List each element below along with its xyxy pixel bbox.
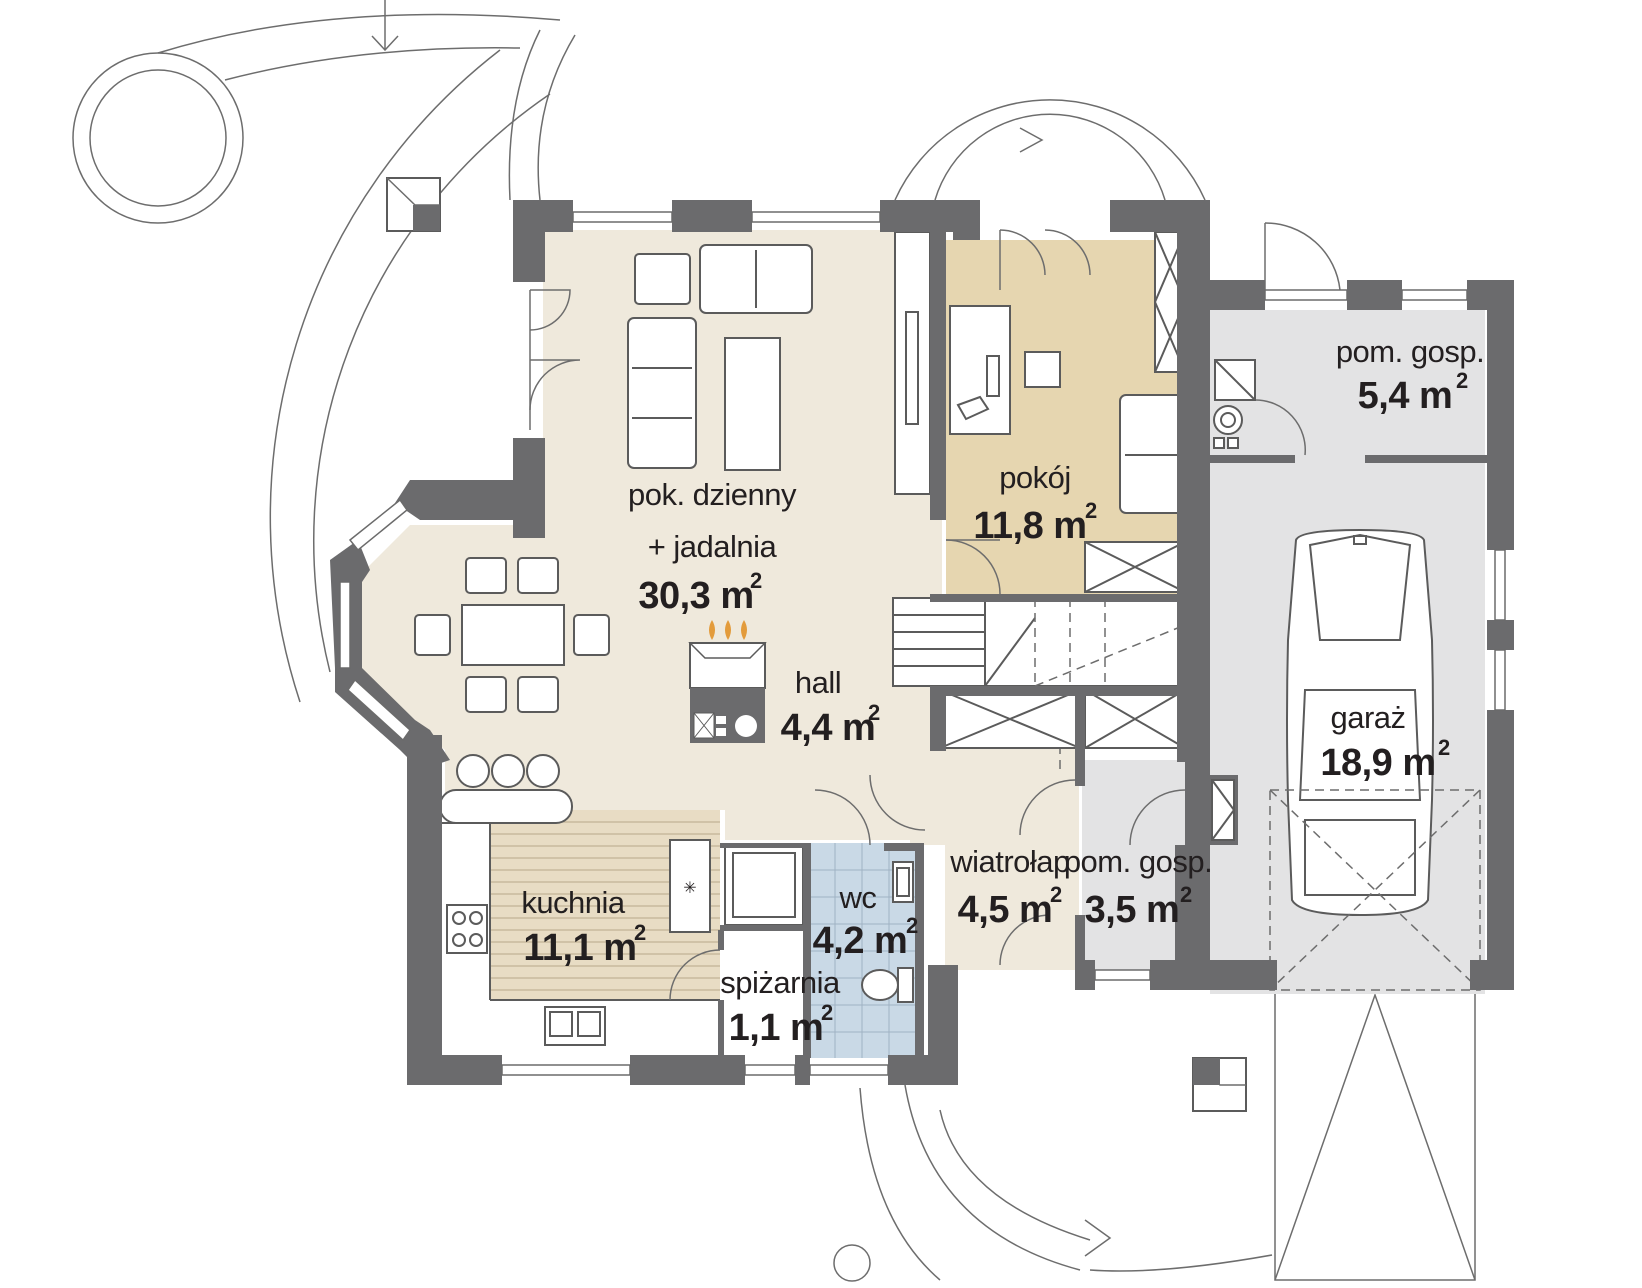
kitchen-counter xyxy=(439,789,573,824)
door-swings xyxy=(529,222,1341,1001)
hall-name: hall xyxy=(795,665,841,700)
area-unit-sup: 2 xyxy=(868,700,880,725)
label-room: pokój 11,8 m 2 xyxy=(973,460,1097,547)
area-unit-sup: 2 xyxy=(634,920,646,945)
shower xyxy=(724,844,804,926)
room-area: 11,8 m xyxy=(973,505,1086,547)
wc-name: wc xyxy=(839,880,877,915)
fireplace xyxy=(688,620,767,743)
living-room-name-2: + jadalnia xyxy=(648,529,778,564)
area-unit-sup: 2 xyxy=(821,1000,833,1025)
label-vestibule: wiatrołap 4,5 m 2 xyxy=(949,844,1070,931)
utility-small-floor xyxy=(1082,760,1189,970)
pantry-name: spiżarnia xyxy=(720,965,841,1000)
living-room-area: 30,3 m xyxy=(638,575,753,617)
area-unit-sup: 2 xyxy=(906,913,918,938)
area-unit-sup: 2 xyxy=(1085,498,1097,523)
pantry-area: 1,1 m xyxy=(729,1007,824,1049)
sofa-top xyxy=(634,244,813,314)
study-furniture xyxy=(894,231,1187,593)
sofa-left xyxy=(627,317,697,469)
label-garage: garaż 18,9 m 2 xyxy=(1320,700,1450,784)
hall-area: 4,4 m xyxy=(781,707,876,749)
svg-text:✳: ✳ xyxy=(683,878,696,897)
room-name: pokój xyxy=(999,460,1071,495)
garden-landscaping xyxy=(72,0,1273,1282)
label-living: pok. dzienny + jadalnia 30,3 m 2 xyxy=(628,477,798,617)
wc-area: 4,2 m xyxy=(813,920,908,962)
kitchen-fixtures: ✳ xyxy=(442,822,720,1046)
label-utility-top: pom. gosp. 5,4 m 2 xyxy=(1336,334,1485,417)
dining-set xyxy=(414,557,610,713)
label-kitchen: kuchnia 11,1 m 2 xyxy=(521,885,646,969)
kitchen-area: 11,1 m xyxy=(523,927,636,969)
area-unit-sup: 2 xyxy=(1050,882,1062,907)
car xyxy=(1286,528,1434,917)
area-unit-sup: 2 xyxy=(1456,368,1468,393)
wc-fixtures xyxy=(861,861,914,1003)
garage-door-swing xyxy=(1269,789,1481,991)
kitchen-name: kuchnia xyxy=(521,885,626,920)
vestibule-name: wiatrołap xyxy=(949,844,1070,879)
garage-name: garaż xyxy=(1330,700,1405,735)
area-unit-sup: 2 xyxy=(1180,882,1192,907)
exterior-pillar xyxy=(386,177,441,232)
coffee-table xyxy=(724,337,781,471)
area-unit-sup: 2 xyxy=(750,568,762,593)
walls xyxy=(330,200,1514,1085)
staircase xyxy=(892,597,1186,770)
exterior-pillar xyxy=(1192,1057,1247,1112)
windows xyxy=(339,211,1506,1076)
garage-area: 18,9 m xyxy=(1320,742,1435,784)
driveway xyxy=(1274,990,1476,1281)
label-utility-small: pom. gosp. 3,5 m 2 xyxy=(1064,844,1213,931)
living-room-name: pok. dzienny xyxy=(628,477,797,512)
area-unit-sup: 2 xyxy=(1438,735,1450,760)
wc-tiles xyxy=(808,843,915,1058)
vestibule-area: 4,5 m xyxy=(958,889,1053,931)
utility-top-name: pom. gosp. xyxy=(1336,334,1484,369)
label-hall: hall 4,4 m 2 xyxy=(781,665,881,749)
label-wc: wc 4,2 m 2 xyxy=(813,880,919,962)
utility-small-area: 3,5 m xyxy=(1085,889,1180,931)
utility-small-name: pom. gosp. xyxy=(1064,844,1212,879)
utility-top-area: 5,4 m xyxy=(1358,375,1453,417)
label-pantry: spiżarnia 1,1 m 2 xyxy=(720,965,841,1049)
utility-fixtures xyxy=(1211,359,1256,841)
bar-stools xyxy=(456,754,560,788)
vestibule-floor xyxy=(945,780,1079,970)
